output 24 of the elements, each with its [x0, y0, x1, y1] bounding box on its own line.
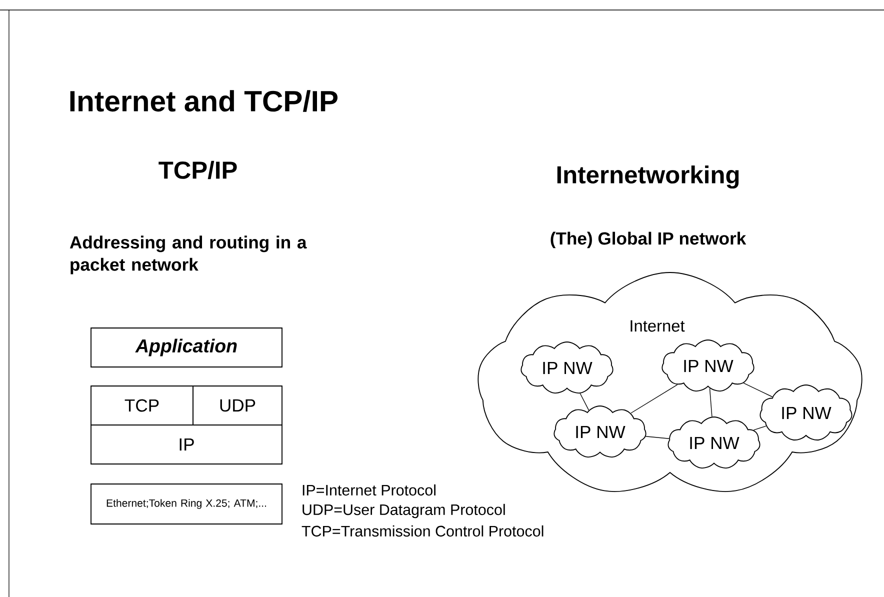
network-cloud: IP NW [668, 416, 760, 468]
definition-text: UDP=User Datagram Protocol [302, 504, 505, 518]
section-heading: Internetworking [557, 165, 739, 189]
network-cloud: IP NW [554, 406, 646, 458]
link-line [709, 388, 712, 417]
protocol-layer-box: UDP [192, 386, 282, 426]
protocol-layer-box: Application [90, 328, 282, 368]
network-cloud: IP NW [520, 342, 614, 394]
link-line [645, 436, 670, 439]
protocol-layer-box: TCP [90, 386, 194, 426]
definition-text: IP=Internet Protocol [302, 484, 436, 496]
link-line [630, 384, 678, 414]
section-heading: TCP/IP [158, 160, 237, 180]
link-line [580, 393, 590, 411]
subtitle-text: Addressing and routing in a packet network [70, 236, 307, 274]
network-cloud: IP NW [662, 340, 754, 392]
protocol-layer-box: IP [90, 424, 282, 464]
link-line [743, 382, 773, 398]
definition-text: TCP=Transmission Control Protocol [302, 525, 544, 537]
network-cloud: IP NW [760, 384, 852, 440]
slide-title: Internet and TCP/IP [70, 90, 338, 112]
link-line [753, 426, 766, 430]
subtitle-text: (The) Global IP network [550, 232, 746, 248]
protocol-layer-box: Ethernet;Token Ring X.25; ATM;... [90, 484, 282, 524]
